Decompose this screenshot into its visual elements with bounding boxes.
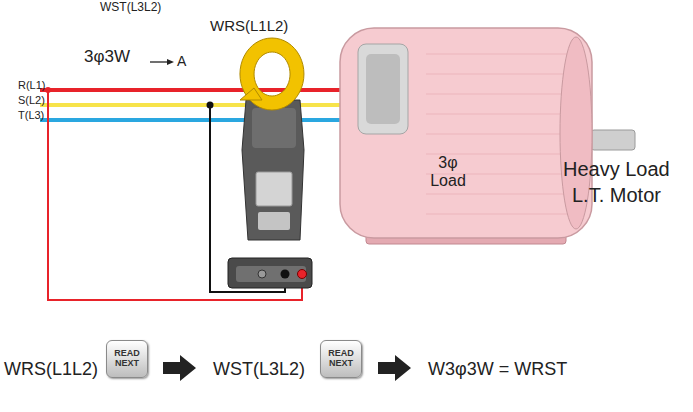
cooling-fin [426,213,568,214]
terminal-box-cover [366,54,400,124]
step-reading: WRS(L1L2) [4,360,98,380]
step-arrow [163,355,196,381]
clamp-jaw [240,38,304,110]
red-socket [298,270,307,279]
phase-label: S(L2) [18,94,45,106]
terminal-strip [236,266,306,282]
motor-shaft [591,130,635,150]
cooling-fin [426,193,568,194]
cooling-fin [426,93,568,94]
meter-switch-area [252,108,296,148]
r-wire [40,88,350,92]
motor-caption: L.T. Motor [572,184,661,206]
cooling-fin [426,53,568,54]
phase-label: T(L3) [18,109,44,121]
com-socket [258,270,266,278]
meter-body [242,100,304,240]
cooling-fin [426,133,568,134]
black-socket [281,270,290,279]
read-next-button: READ NEXT [320,340,362,378]
button-label: READ NEXT [111,349,143,369]
black-probe-point [207,102,214,109]
jaw-trigger [240,88,262,100]
motor-caption: Heavy Load [563,158,670,180]
meter-panel [258,212,290,230]
result-formula: W3φ3W = WRST [428,360,567,380]
meter-display [256,172,292,206]
motor-body: 3φ Load [336,14,642,250]
step-arrow [378,355,411,381]
load-text: 3φ Load [422,154,474,191]
terminal-box [358,44,408,134]
top-reading-label: WST(L3L2) [100,1,161,14]
cooling-fin [426,73,568,74]
motor-housing [340,28,592,238]
system-label: 3φ3W [84,48,130,67]
motor-outline [336,14,642,250]
read-next-button: READ NEXT [106,340,148,378]
phase-label: R(L1) [18,79,46,91]
current-arrowhead [167,59,174,65]
reading-label: WRS(L1L2) [210,18,288,35]
current-label: A [177,54,186,69]
s-wire [40,103,350,107]
step-reading: WST(L3L2) [213,360,305,380]
red-probe-point [45,87,51,93]
terminal-block [228,258,312,288]
button-label: READ NEXT [325,349,357,369]
cooling-fin [426,113,568,114]
t-wire [40,118,350,122]
